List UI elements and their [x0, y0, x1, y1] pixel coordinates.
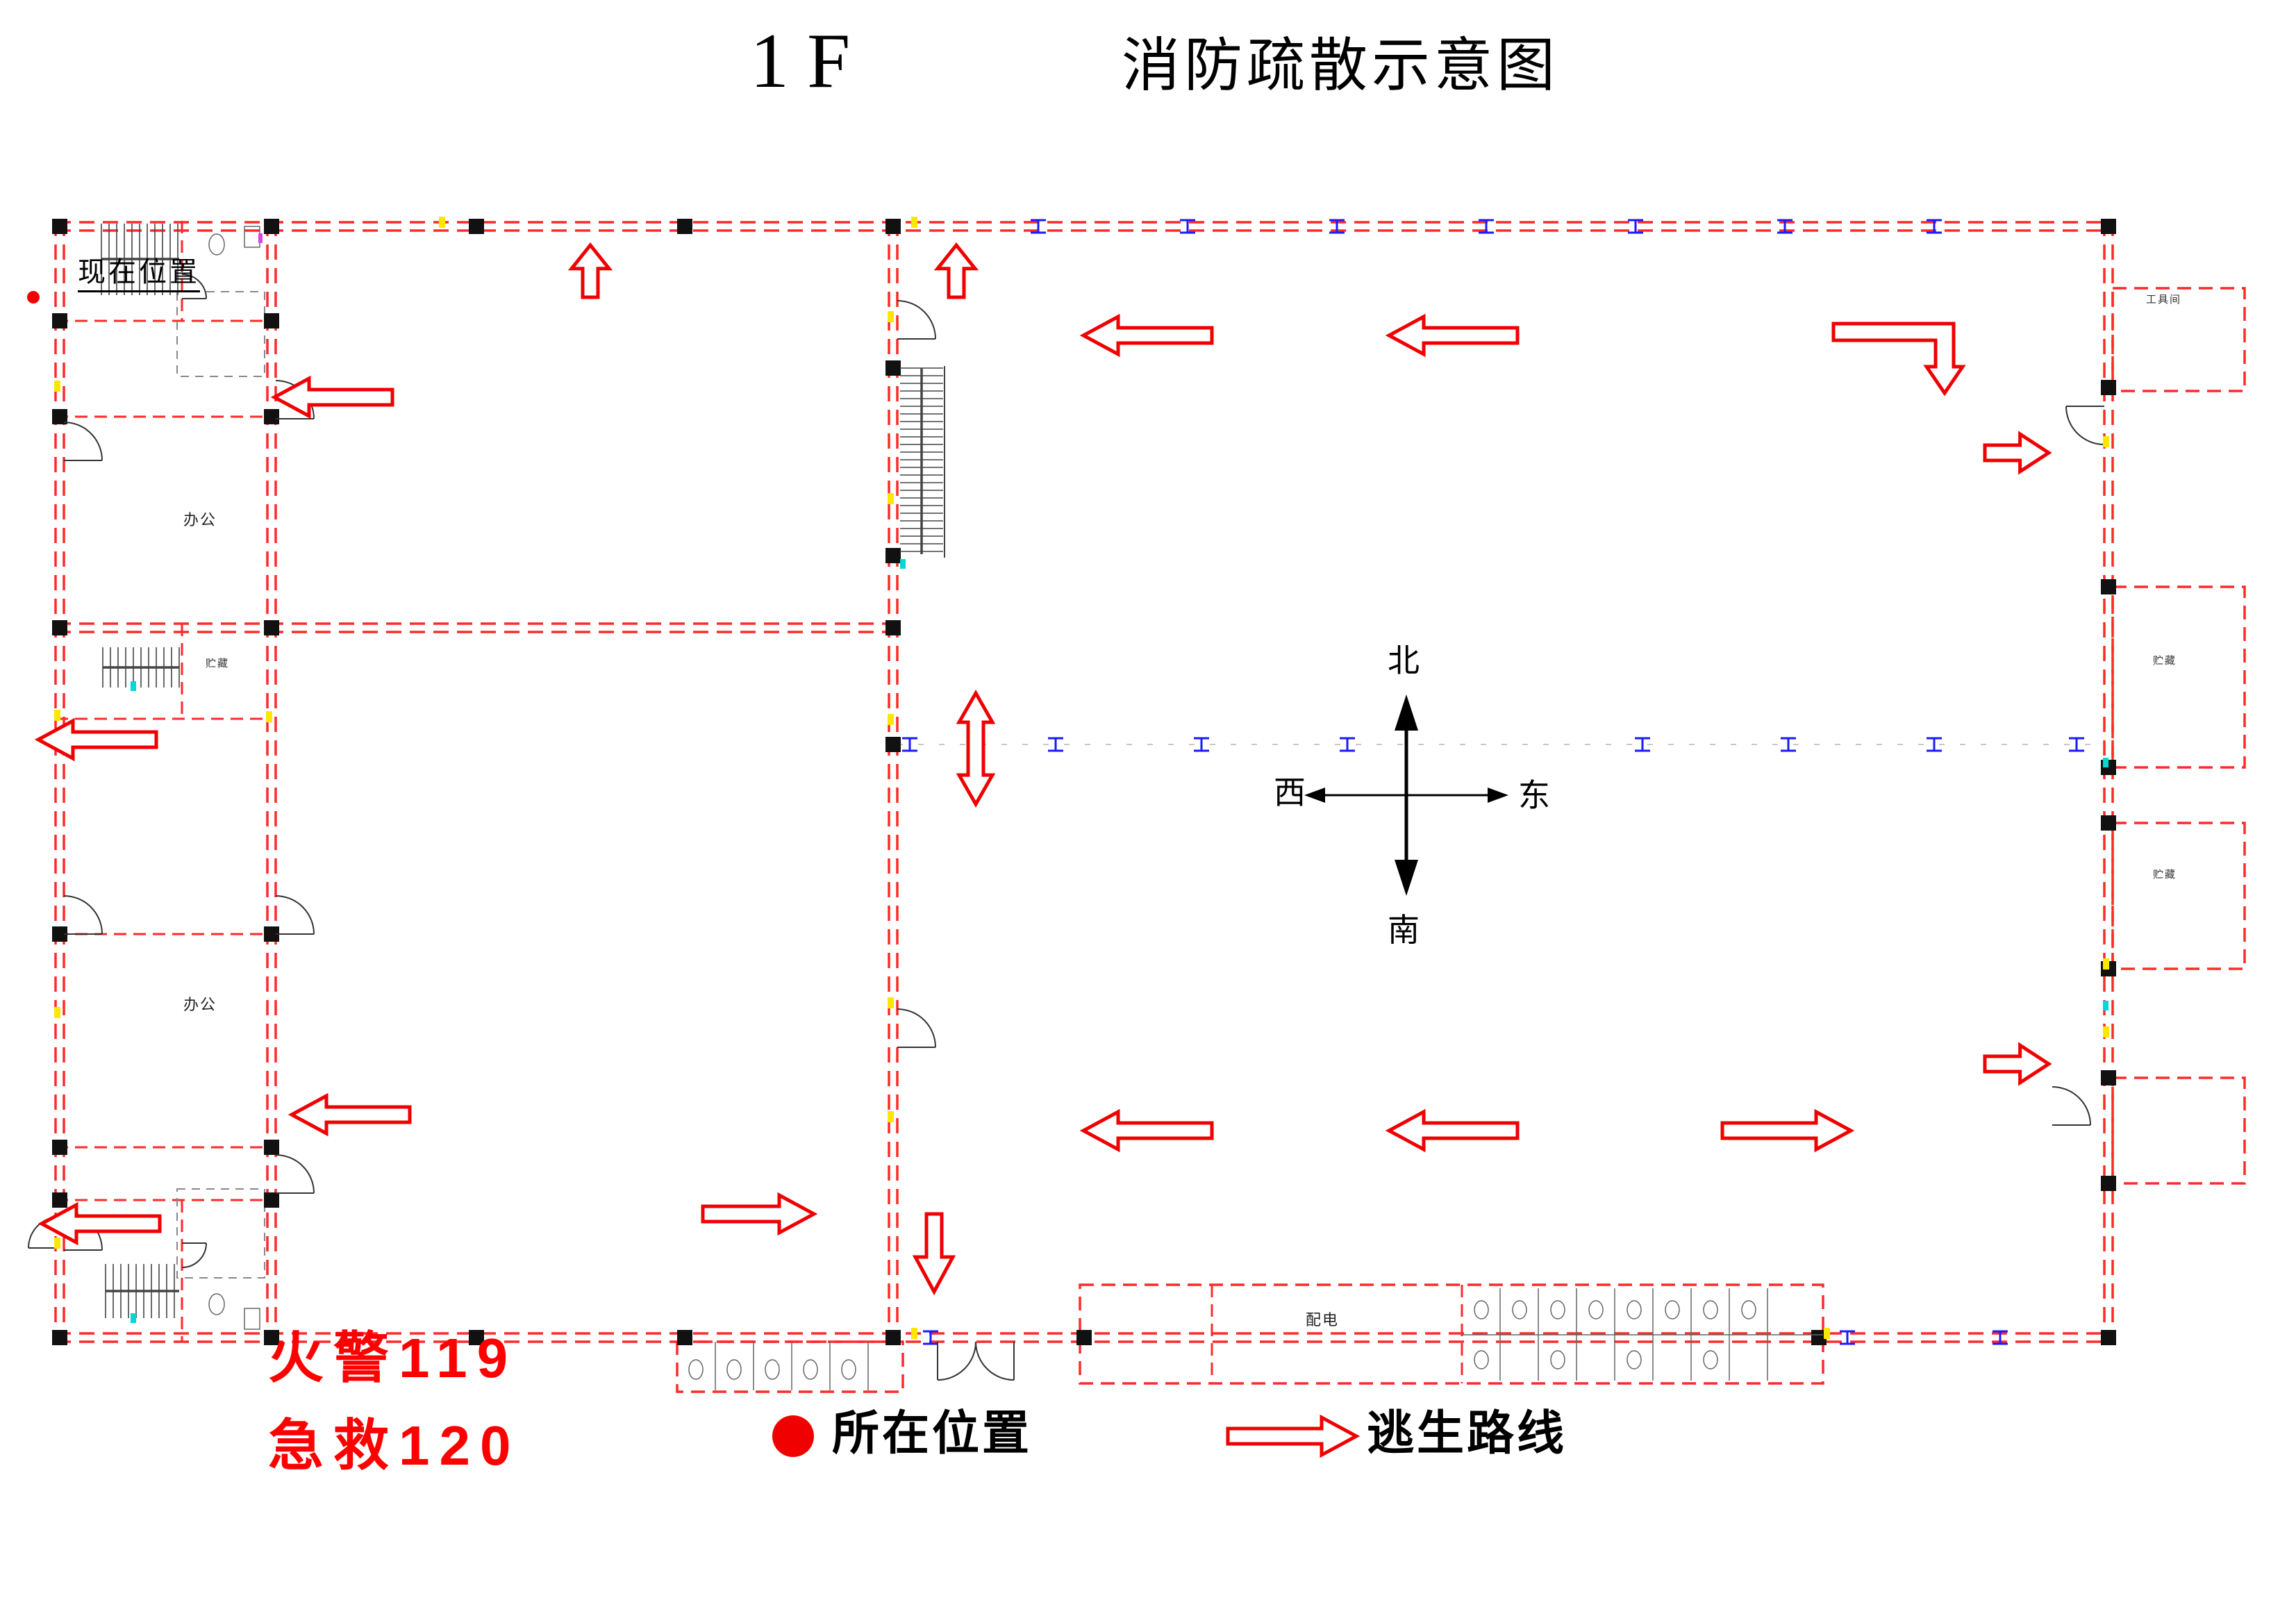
fire-equipment-marker-icon	[266, 711, 272, 722]
fire-equipment-marker-icon	[888, 997, 894, 1008]
escape-arrow-icon	[38, 1201, 162, 1246]
columns	[52, 219, 2116, 1345]
hydrant-marker-icon	[131, 681, 136, 691]
hydrant-marker-icon	[131, 1313, 136, 1323]
room-label-office-lower: 办公	[183, 996, 217, 1013]
fire-equipment-marker-icon	[888, 1111, 894, 1122]
fire-equipment-marker-icon	[54, 710, 60, 721]
stairs	[101, 224, 945, 1318]
beam-marker-icon	[1329, 219, 1345, 234]
fire-equipment-marker-icon	[888, 714, 894, 725]
escape-arrow-icon	[912, 1212, 956, 1296]
fire-equipment-marker-icon	[2103, 958, 2109, 969]
escape-arrow-icon	[933, 242, 979, 299]
equipment-markers	[54, 217, 2109, 1339]
beam-marker-icon	[1048, 737, 1063, 752]
beam-marker-icon	[1180, 219, 1195, 234]
beam-markers	[902, 219, 2084, 1345]
escape-arrow-icon	[1983, 431, 2052, 475]
fire-equipment-marker-icon	[911, 217, 917, 228]
hydrant-marker-icon	[2103, 1001, 2108, 1010]
compass-north-label: 北	[1388, 642, 1420, 679]
escape-route-arrows	[34, 242, 2052, 1296]
beam-marker-icon	[1840, 1330, 1855, 1345]
escape-arrow-icon	[1385, 1108, 1520, 1153]
compass-east-label: 东	[1518, 777, 1550, 813]
escape-arrow-icon	[701, 1192, 818, 1236]
beam-marker-icon	[1927, 219, 1942, 234]
escape-arrow-icon	[1720, 1108, 1855, 1153]
fire-equipment-marker-icon	[888, 311, 894, 322]
fire-equipment-marker-icon	[54, 381, 60, 392]
fire-phone-label: 火警119	[268, 1327, 518, 1389]
floor-label: 1F	[750, 18, 869, 104]
room-label-storage-right-upper: 贮藏	[2153, 655, 2177, 667]
legend-location-label: 所在位置	[832, 1407, 1033, 1460]
ambulance-phone-label: 急救120	[268, 1415, 521, 1476]
fire-equipment-marker-icon	[2103, 1026, 2109, 1038]
compass-south-label: 南	[1388, 912, 1420, 948]
room-label-storage-left: 贮藏	[206, 658, 230, 669]
room-label-tool-room: 工具间	[2146, 294, 2182, 306]
room-label-office-upper: 办公	[183, 511, 217, 528]
beam-marker-icon	[1479, 219, 1494, 234]
beam-marker-icon	[1781, 737, 1796, 752]
beam-marker-icon	[1993, 1330, 2008, 1345]
fire-equipment-marker-icon	[2103, 436, 2109, 447]
beam-marker-icon	[1635, 737, 1650, 752]
legend-route-label: 逃生路线	[1367, 1407, 1567, 1460]
beam-marker-icon	[1194, 737, 1209, 752]
fire-equipment-marker-icon	[439, 217, 445, 228]
room-label-power-room: 配电	[1306, 1311, 1340, 1329]
legend-location-dot	[772, 1415, 814, 1457]
escape-arrow-icon	[270, 375, 394, 419]
beam-marker-icon	[902, 737, 917, 752]
fire-equipment-marker-icon	[911, 1328, 917, 1339]
escape-arrow-icon	[1385, 313, 1520, 358]
compass-icon	[1304, 694, 1508, 896]
room-label-storage-right-lower: 贮藏	[2153, 869, 2177, 881]
beam-marker-icon	[923, 1330, 938, 1345]
escape-arrow-icon	[1079, 313, 1214, 358]
escape-arrow-corner-icon	[1831, 322, 1966, 397]
beam-marker-icon	[1927, 737, 1942, 752]
escape-arrow-icon	[288, 1092, 412, 1137]
escape-arrow-icon	[1079, 1108, 1214, 1153]
beam-marker-icon	[1031, 219, 1046, 234]
doors	[28, 274, 2105, 1381]
fire-equipment-marker-icon	[1824, 1328, 1830, 1339]
legend-route-arrow-icon	[1226, 1414, 1361, 1458]
current-location-dot	[27, 291, 40, 303]
toilet-fixtures	[208, 226, 1823, 1390]
diagram-title: 消防疏散示意图	[1122, 33, 1560, 98]
fire-equipment-marker-icon	[54, 1007, 60, 1018]
beam-marker-icon	[2069, 737, 2084, 752]
compass-west-label: 西	[1274, 774, 1306, 810]
location-markers	[27, 291, 1361, 1458]
beam-marker-icon	[1777, 219, 1792, 234]
escape-arrow-icon	[567, 242, 613, 299]
beam-marker-icon	[1340, 737, 1355, 752]
hydrant-marker-icon	[2103, 758, 2108, 767]
fire-equipment-marker-icon	[54, 1238, 60, 1249]
utility-marker-icon	[258, 233, 263, 243]
escape-arrow-icon	[34, 717, 158, 762]
current-location-label: 现在位置	[78, 258, 200, 292]
hydrant-marker-icon	[900, 559, 906, 569]
escape-arrow-double-icon	[956, 689, 996, 808]
escape-arrow-icon	[1983, 1042, 2052, 1086]
beam-marker-icon	[1628, 219, 1643, 234]
fire-equipment-marker-icon	[888, 493, 894, 504]
